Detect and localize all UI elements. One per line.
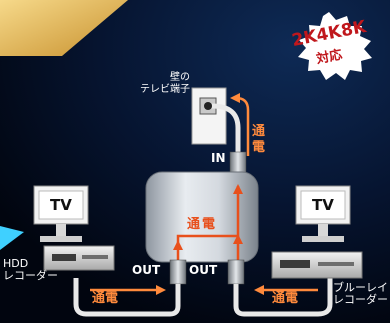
hdd-label-line2: レコーダー xyxy=(3,269,58,282)
hdd-recorder-label: HDD レコーダー xyxy=(3,258,58,282)
power-label-top: 通 電 xyxy=(252,124,266,155)
gold-corner-stripe xyxy=(0,0,128,56)
internal-power-paths xyxy=(176,186,240,262)
port-out-right-label: OUT xyxy=(189,263,218,277)
bluray-label-line1: ブルーレイ xyxy=(333,281,388,294)
out-connector-left xyxy=(169,259,187,285)
badge-starburst xyxy=(298,12,372,80)
port-in-label: IN xyxy=(211,151,226,165)
tv-left-label: TV xyxy=(50,196,72,214)
wall-terminal-label: 壁の テレビ端子 xyxy=(140,72,190,96)
cable-out-left xyxy=(73,278,181,317)
power-label-bottom-right: 通電 xyxy=(272,291,299,306)
cyan-arrow-hint xyxy=(0,226,24,250)
power-label-bottom-left: 通電 xyxy=(92,291,119,306)
tv-right-label: TV xyxy=(312,196,334,214)
wall-label-line2: テレビ端子 xyxy=(140,84,190,95)
cable-out-right xyxy=(233,278,333,317)
bluray-recorder-label: ブルーレイ レコーダー xyxy=(333,282,388,306)
wall-plate xyxy=(191,87,227,145)
out-connector-right xyxy=(227,259,245,285)
wall-label-line1: 壁の xyxy=(170,72,190,83)
port-out-left-label: OUT xyxy=(132,263,161,277)
hdd-label-line1: HDD xyxy=(3,257,29,270)
bluray-label-line2: レコーダー xyxy=(333,293,388,306)
power-label-center: 通電 xyxy=(187,217,218,232)
badge-2k4k8k: 2K4K8K 対応 xyxy=(276,10,382,80)
splitter-body xyxy=(145,171,259,263)
cable-wall-to-in xyxy=(211,103,241,154)
